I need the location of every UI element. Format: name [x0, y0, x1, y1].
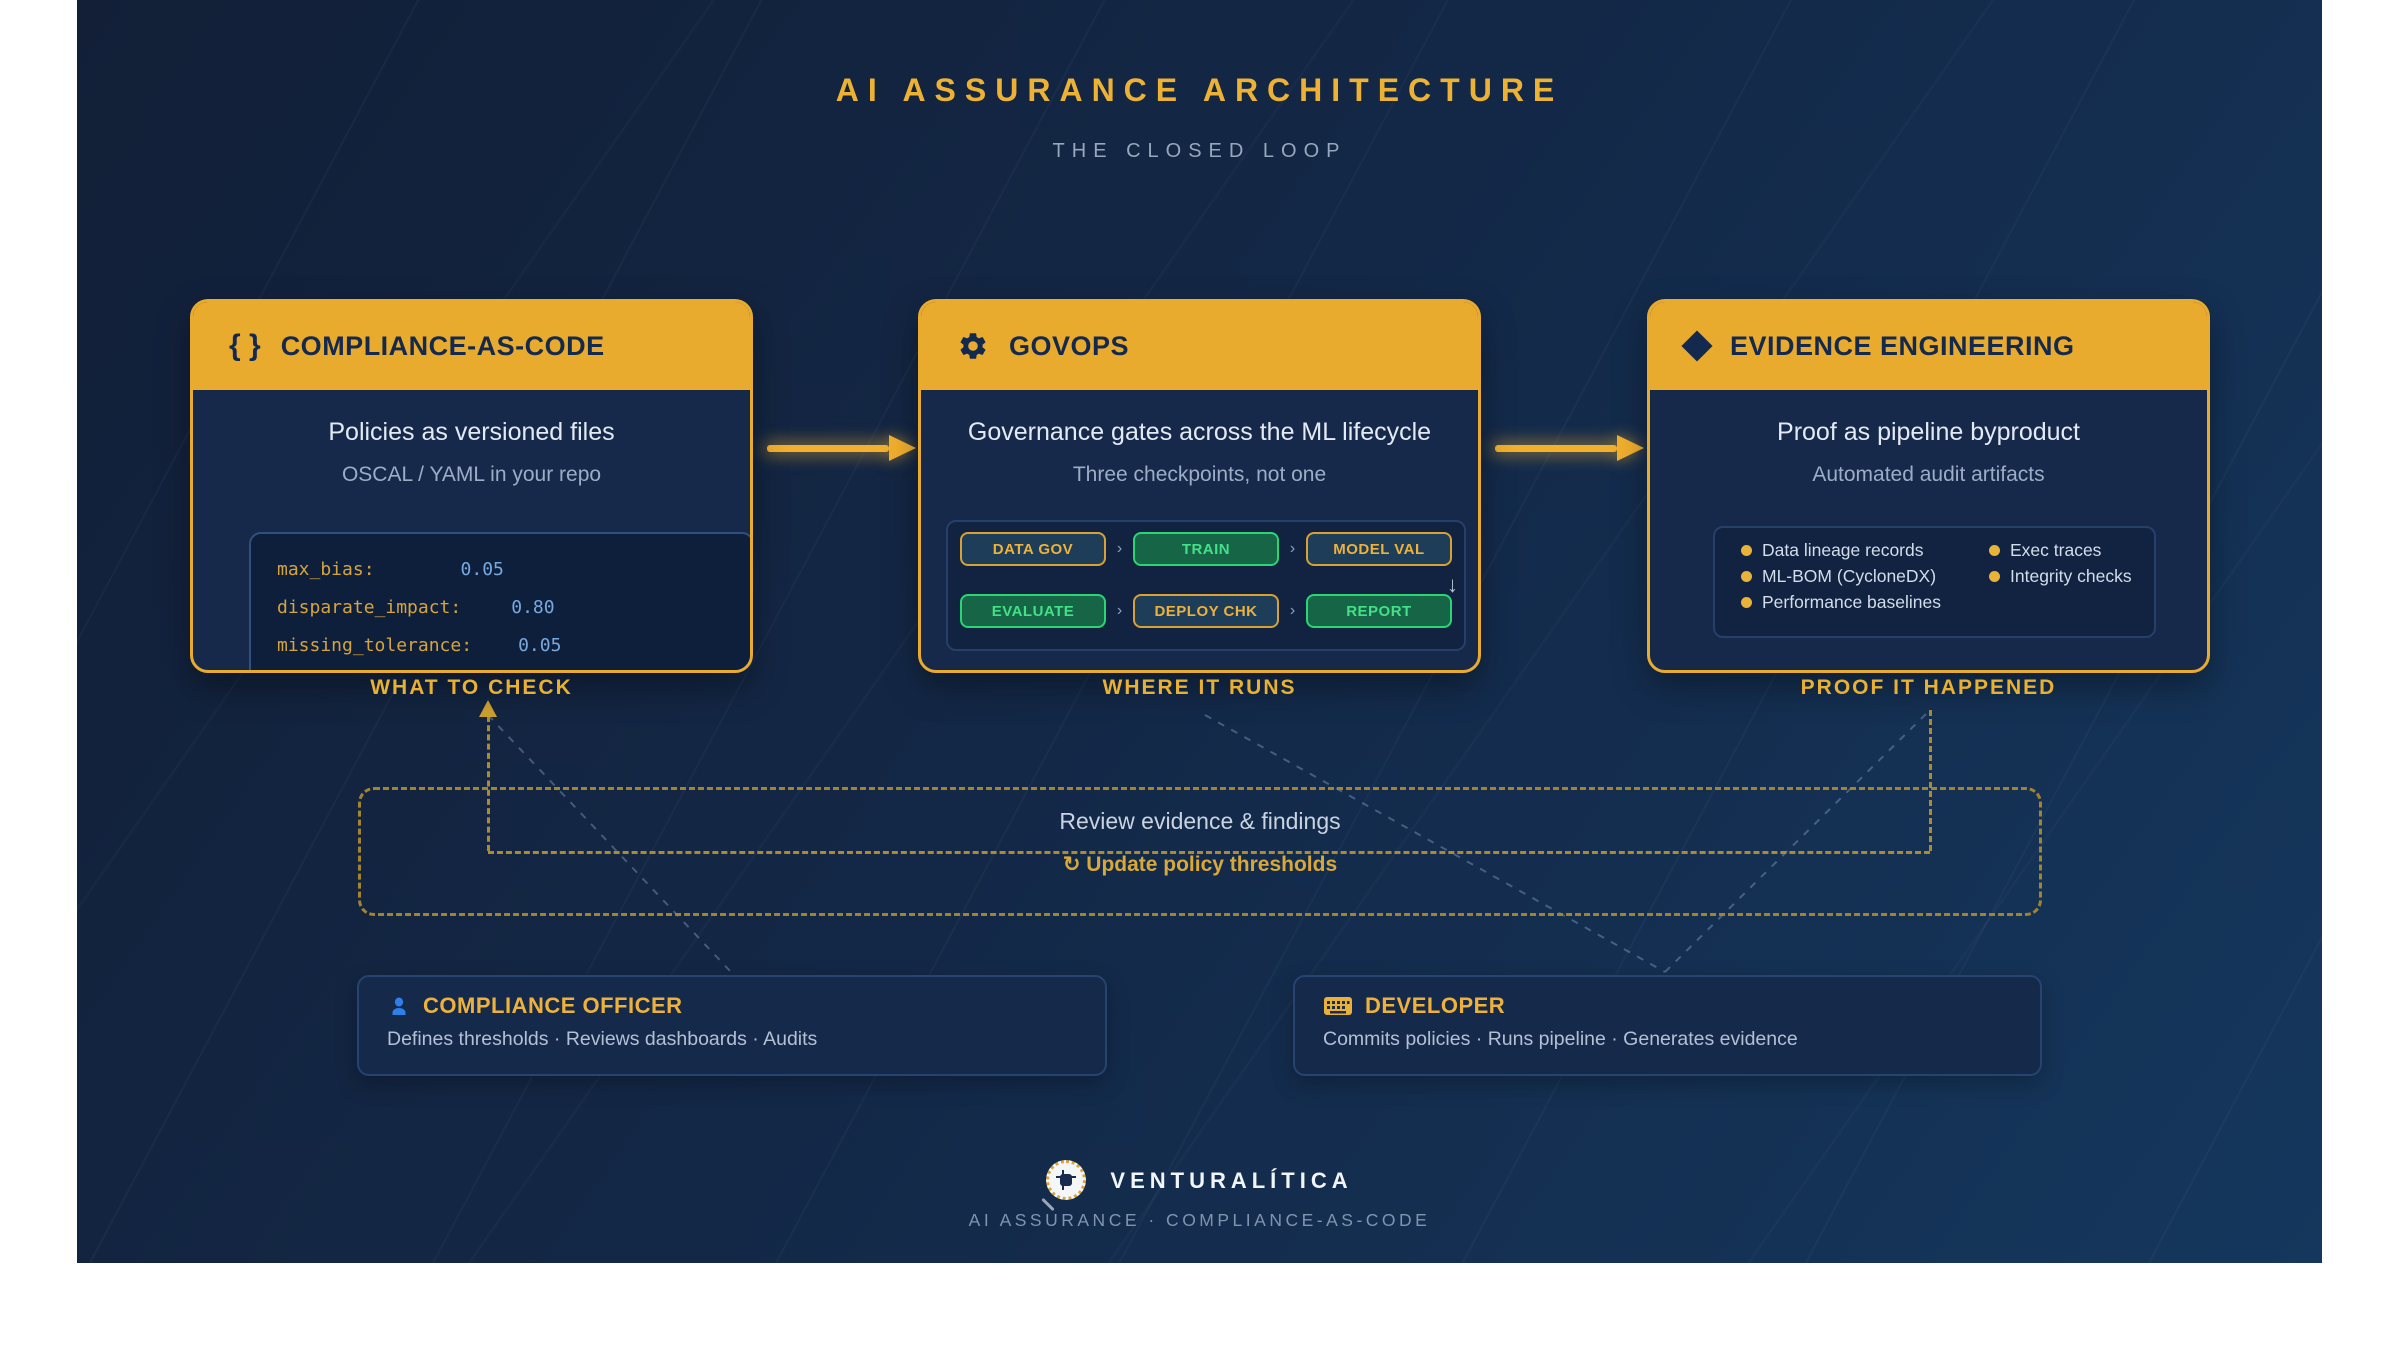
- page-subtitle: THE CLOSED LOOP: [1052, 140, 1347, 162]
- card-govops-title: GOVOPS: [1009, 330, 1130, 361]
- loop-right-line: [1929, 710, 1932, 851]
- stage-chip-evaluate: EVALUATE: [960, 594, 1106, 628]
- list-item: Performance baselines: [1741, 592, 1989, 613]
- list-item: ML-BOM (CycloneDX): [1741, 566, 1989, 587]
- diamond-icon: [1681, 330, 1713, 362]
- chevron-separator-icon: ›: [1289, 602, 1296, 619]
- bullet-dot-icon: [1989, 571, 2000, 582]
- list-item: Integrity checks: [1989, 566, 2154, 587]
- card-evidence-engineering: EVIDENCE ENGINEERING Proof as pipeline b…: [1647, 299, 2210, 673]
- evidence-artifacts-grid: Data lineage records Exec traces ML-BOM …: [1741, 540, 2154, 613]
- bullet-dot-icon: [1989, 545, 2000, 556]
- card-govops: GOVOPS Governance gates across the ML li…: [918, 299, 1481, 673]
- list-item: Data lineage records: [1741, 540, 1989, 561]
- label-where-it-runs: WHERE IT RUNS: [1102, 676, 1297, 699]
- card-compliance-title: COMPLIANCE-AS-CODE: [280, 330, 605, 361]
- code-line: missing_tolerance: 0.05: [277, 626, 726, 664]
- role-connector-lines: [487, 711, 1929, 973]
- flow-arrow-2-head-icon: [1617, 435, 1644, 461]
- code-key: missing_tolerance:: [277, 634, 473, 656]
- evidence-item-label: Data lineage records: [1762, 540, 1924, 560]
- loop-review-text: Review evidence & findings: [1059, 808, 1341, 834]
- stage-chip-train: TRAIN: [1132, 532, 1279, 566]
- card-govops-subheading: Three checkpoints, not one: [1072, 463, 1327, 486]
- stage-chip-deploy-chk: DEPLOY CHK: [1132, 594, 1279, 628]
- role-title-row: COMPLIANCE OFFICER: [387, 993, 1105, 1019]
- card-compliance-body: Policies as versioned files OSCAL / YAML…: [193, 390, 750, 487]
- brand-name: VENTURALÍTICA: [1110, 1168, 1353, 1193]
- role-title-row: DEVELOPER: [1323, 993, 2040, 1019]
- pipeline-panel: DATA GOV › TRAIN › MODEL VAL EVALUATE › …: [946, 520, 1466, 651]
- card-compliance-header: { } COMPLIANCE-AS-CODE: [193, 302, 750, 390]
- chevron-separator-icon: ›: [1289, 540, 1296, 557]
- person-icon: [392, 997, 406, 1015]
- card-govops-heading: Governance gates across the ML lifecycle: [967, 418, 1432, 446]
- bullet-dot-icon: [1741, 571, 1752, 582]
- pipeline-row-2: EVALUATE › DEPLOY CHK › REPORT: [948, 594, 1464, 628]
- role-name: DEVELOPER: [1365, 993, 1506, 1018]
- label-proof-it-happened: PROOF IT HAPPENED: [1800, 676, 2057, 699]
- policy-code-block: max_bias: 0.05 disparate_impact: 0.80 mi…: [249, 532, 750, 670]
- loop-up-arrow-icon: [479, 700, 497, 717]
- card-evidence-subheading: Automated audit artifacts: [1812, 463, 2045, 486]
- chevron-separator-icon: ›: [1116, 540, 1123, 557]
- code-value: 0.05: [460, 558, 504, 580]
- code-line: disparate_impact: 0.80: [277, 588, 726, 626]
- role-tasks: Commits policies · Runs pipeline · Gener…: [1323, 1028, 1798, 1050]
- loop-inner-line: [488, 851, 1930, 854]
- code-key: max_bias:: [277, 558, 375, 580]
- pipeline-row-1: DATA GOV › TRAIN › MODEL VAL: [948, 532, 1464, 566]
- braces-icon: { }: [229, 329, 261, 362]
- card-evidence-header: EVIDENCE ENGINEERING: [1650, 302, 2207, 390]
- evidence-item-label: Integrity checks: [2010, 566, 2132, 586]
- code-key: disparate_impact:: [277, 596, 462, 618]
- bullet-dot-icon: [1741, 597, 1752, 608]
- evidence-item-label: ML-BOM (CycloneDX): [1762, 566, 1937, 586]
- wrap-down-arrow-icon: ↓: [1447, 572, 1458, 597]
- stage-chip-model-val: MODEL VAL: [1305, 532, 1452, 566]
- gear-icon: [960, 333, 986, 359]
- magnifier-logo-icon: [1041, 1160, 1088, 1212]
- page-title: AI ASSURANCE ARCHITECTURE: [835, 72, 1564, 108]
- code-value: 0.05: [518, 634, 562, 656]
- card-compliance-subheading: OSCAL / YAML in your repo: [341, 463, 602, 486]
- card-evidence-title: EVIDENCE ENGINEERING: [1730, 330, 2075, 361]
- evidence-item-label: Exec traces: [2010, 540, 2102, 560]
- role-name: COMPLIANCE OFFICER: [423, 993, 683, 1018]
- flow-arrow-1: [767, 445, 889, 452]
- flow-arrow-1-head-icon: [889, 435, 916, 461]
- role-tasks: Defines thresholds · Reviews dashboards …: [387, 1028, 818, 1050]
- loop-update-text: ↻ Update policy thresholds: [1062, 853, 1338, 876]
- evidence-artifacts-panel: Data lineage records Exec traces ML-BOM …: [1713, 526, 2156, 638]
- card-compliance-heading: Policies as versioned files: [328, 418, 615, 446]
- stage-chip-data-gov: DATA GOV: [960, 532, 1106, 566]
- loop-left-line: [487, 716, 490, 851]
- diagram-canvas: AI ASSURANCE ARCHITECTURE THE CLOSED LOO…: [77, 0, 2322, 1263]
- card-govops-body: Governance gates across the ML lifecycle…: [921, 390, 1478, 487]
- card-govops-header: GOVOPS: [921, 302, 1478, 390]
- chevron-separator-icon: ›: [1116, 602, 1123, 619]
- feedback-loop-box: [358, 787, 2042, 916]
- evidence-item-label: Performance baselines: [1762, 592, 1941, 612]
- card-evidence-body: Proof as pipeline byproduct Automated au…: [1650, 390, 2207, 487]
- code-line: max_bias: 0.05: [277, 550, 726, 588]
- role-box-developer: DEVELOPER Commits policies · Runs pipeli…: [1293, 975, 2042, 1076]
- card-evidence-heading: Proof as pipeline byproduct: [1777, 418, 2080, 446]
- label-what-to-check: WHAT TO CHECK: [370, 676, 573, 699]
- bullet-dot-icon: [1741, 545, 1752, 556]
- keyboard-icon: [1324, 997, 1352, 1015]
- role-box-compliance-officer: COMPLIANCE OFFICER Defines thresholds · …: [357, 975, 1107, 1076]
- footer-brand-row: VENTURALÍTICA: [77, 1160, 2322, 1212]
- footer-tagline: AI ASSURANCE · COMPLIANCE-AS-CODE: [968, 1210, 1431, 1230]
- list-item: Exec traces: [1989, 540, 2154, 561]
- logo-core-glyph: [1056, 1170, 1077, 1190]
- flow-arrow-2: [1495, 445, 1617, 452]
- card-compliance-as-code: { } COMPLIANCE-AS-CODE Policies as versi…: [190, 299, 753, 673]
- logo-circle: [1046, 1160, 1087, 1200]
- stage-chip-report: REPORT: [1305, 594, 1452, 628]
- code-value: 0.80: [511, 596, 555, 618]
